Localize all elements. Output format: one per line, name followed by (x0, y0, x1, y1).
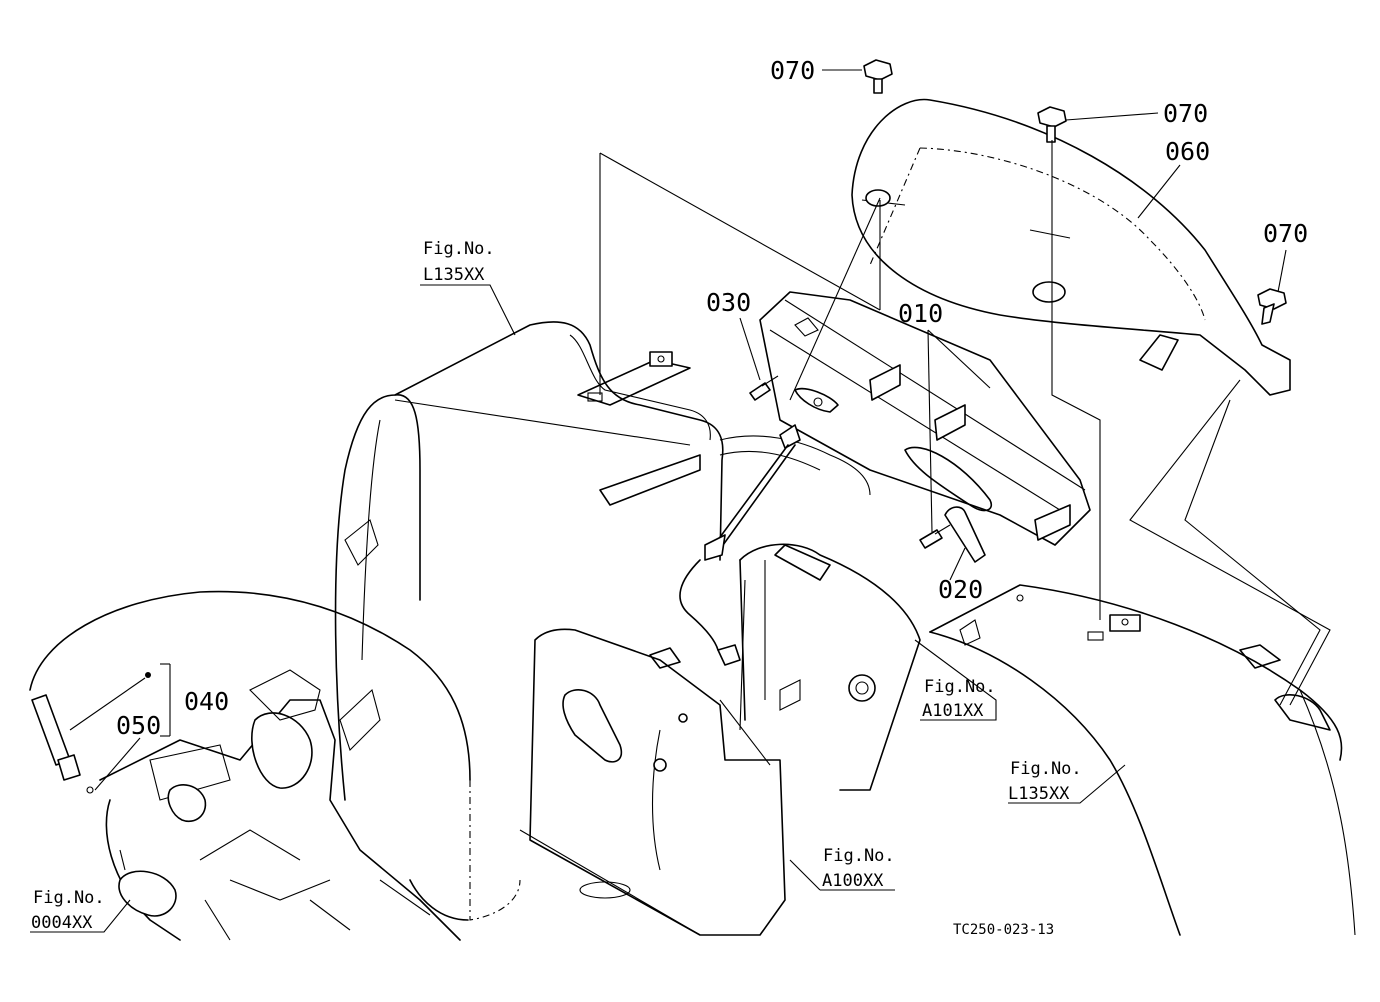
callout-070-top-left: 070 (770, 56, 815, 85)
bolt-070-b (1037, 106, 1067, 143)
callout-labels: 070 070 060 070 030 010 020 040 050 (116, 56, 1308, 740)
callout-070-top-right: 070 (1163, 99, 1208, 128)
meter-cable (649, 424, 801, 669)
screw-010 (919, 524, 951, 549)
fig-ref-a101-number: A101XX (922, 701, 984, 721)
drawing-code: TC250-023-13 (953, 922, 1054, 938)
engine-block (99, 669, 461, 941)
fig-ref-a100-label: Fig.No. (823, 846, 895, 866)
meter-panel-010 (759, 291, 1091, 546)
figure-references: Fig.No. L135XX Fig.No. A101XX Fig.No. L1… (31, 239, 1082, 933)
fig-ref-a100-number: A100XX (822, 871, 884, 891)
screw-030 (749, 375, 779, 401)
fig-ref-a101-label: Fig.No. (924, 677, 996, 697)
callout-060: 060 (1165, 137, 1210, 166)
right-fender (929, 584, 1356, 936)
assembly-reference-lines (599, 140, 1331, 731)
callout-020: 020 (938, 575, 983, 604)
center-panel (519, 628, 786, 936)
inner-panel (739, 543, 921, 791)
meter-cover-060 (851, 98, 1291, 396)
fig-ref-l135-lower-label: Fig.No. (1010, 759, 1082, 779)
fig-ref-l135-upper-label: Fig.No. (423, 239, 495, 259)
callout-040: 040 (184, 687, 229, 716)
callout-070-right: 070 (1263, 219, 1308, 248)
bolt-070-a (863, 59, 893, 94)
left-fender-cover (334, 321, 871, 801)
fig-ref-l135-upper-number: L135XX (423, 265, 485, 285)
fig-ref-l135-lower-number: L135XX (1008, 784, 1070, 804)
callout-050: 050 (116, 711, 161, 740)
bolt-070-c (1257, 288, 1287, 325)
callout-010: 010 (898, 299, 943, 328)
fig-ref-0004-label: Fig.No. (33, 888, 105, 908)
callout-030: 030 (706, 288, 751, 317)
stay-020 (944, 506, 986, 563)
lower-cover-wing (29, 590, 521, 921)
sensor-040 (31, 672, 151, 794)
callout-leaders (30, 69, 1287, 933)
fender-bracket (577, 351, 691, 406)
fig-ref-0004-number: 0004XX (31, 913, 93, 933)
